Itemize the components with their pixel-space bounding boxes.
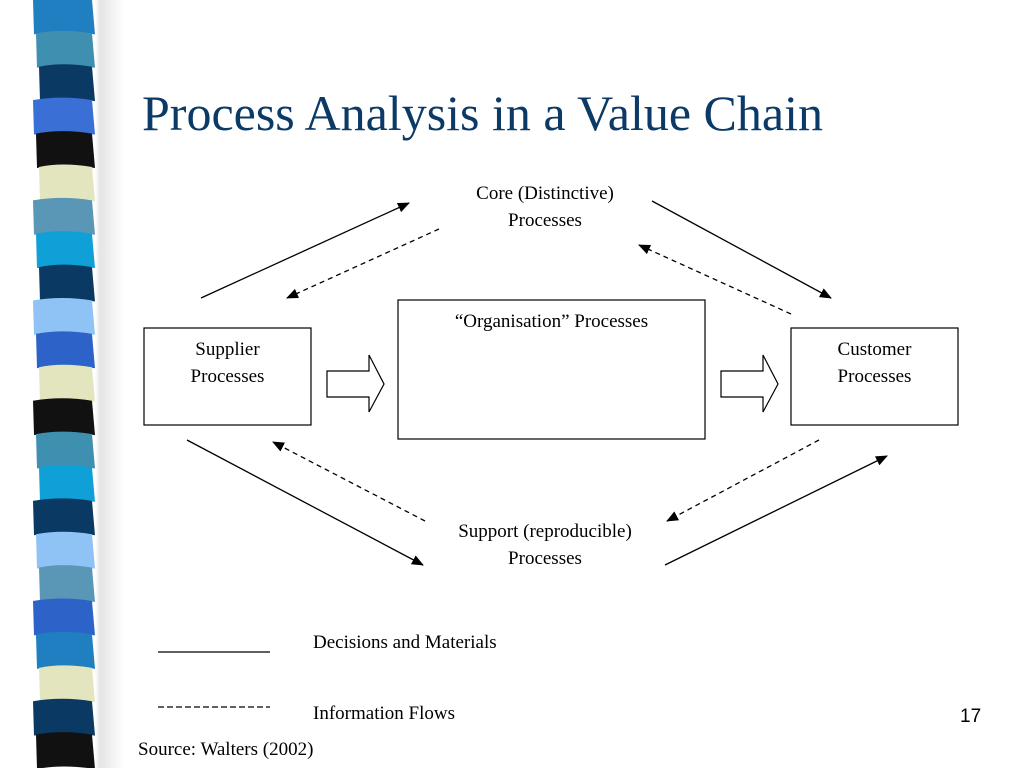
organisation-box: [397, 299, 706, 440]
stripe-segment: [39, 64, 95, 102]
block-arrow-supplier-to-organisation: [326, 354, 385, 413]
core-label-line1: Core (Distinctive): [476, 183, 614, 204]
source-citation: Source: Walters (2002): [138, 739, 314, 760]
info-core-to-supplier: [286, 228, 440, 299]
stripe-segment: [36, 131, 95, 168]
supplier-box: [143, 327, 312, 426]
stripe-segment: [39, 264, 95, 302]
stripe-segment: [33, 197, 95, 235]
stripe-segment: [39, 565, 95, 603]
slide-title: Process Analysis in a Value Chain: [142, 85, 823, 141]
support-processes-label: Support (reproducible) Processes: [420, 518, 670, 572]
flow-core-to-customer: [651, 200, 832, 299]
core-label-line2: Processes: [508, 210, 582, 231]
page-number: 17: [960, 706, 982, 727]
stripe-segment: [36, 331, 95, 369]
legend-dashed-label: Information Flows: [313, 703, 455, 724]
stripe-segment: [39, 164, 95, 202]
info-support-to-supplier: [272, 441, 426, 522]
stripe-segment: [36, 732, 95, 768]
stripe-segment: [36, 531, 95, 569]
flow-supplier-to-core: [200, 202, 410, 299]
flow-supplier-to-support: [186, 439, 424, 566]
stripe-segment: [33, 298, 95, 335]
core-processes-label: Core (Distinctive) Processes: [440, 180, 650, 234]
stripe-segment: [36, 30, 95, 68]
info-customer-to-core: [638, 244, 792, 315]
flow-support-to-customer: [664, 455, 888, 566]
organisation-processes-label: “Organisation” Processes: [454, 311, 649, 332]
stripe-segment: [33, 97, 95, 135]
customer-label-line1: Customer: [837, 339, 912, 360]
stripe-segment: [33, 498, 95, 536]
customer-box: [790, 327, 959, 426]
supplier-processes-label: Supplier Processes: [144, 336, 311, 390]
stripe-segment: [39, 665, 95, 703]
info-customer-to-support: [666, 439, 820, 522]
stripe-segment: [33, 698, 95, 736]
stripe-segment: [36, 231, 95, 269]
customer-processes-label: Customer Processes: [791, 336, 958, 390]
customer-label-line2: Processes: [837, 366, 912, 387]
block-arrow-organisation-to-customer: [720, 354, 779, 413]
support-label-line1: Support (reproducible): [458, 521, 632, 542]
stripe-segment: [39, 464, 95, 502]
stripe-segment: [39, 364, 95, 402]
supplier-label-line2: Processes: [190, 366, 265, 387]
supplier-label-line1: Supplier: [195, 339, 260, 360]
decorative-stripe: [33, 0, 95, 768]
stripe-segment: [33, 0, 95, 35]
stripe-segment: [36, 431, 95, 469]
stripe-segment: [36, 631, 95, 669]
support-label-line2: Processes: [508, 548, 582, 569]
legend-solid-label: Decisions and Materials: [313, 632, 497, 653]
stripe-segment: [33, 398, 95, 436]
stripe-segment: [33, 598, 95, 636]
